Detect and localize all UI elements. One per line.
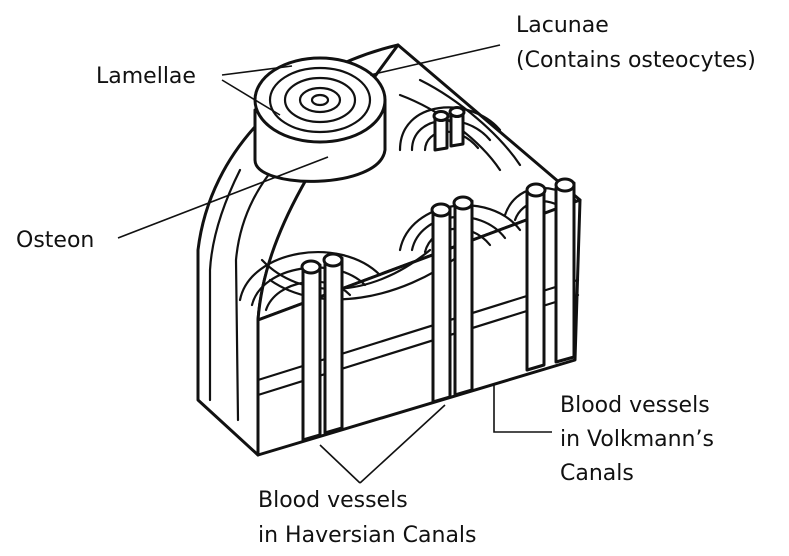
label-osteon: Osteon [16,228,94,253]
leader-lamellae-1 [221,65,293,76]
volkmann-vessels-right [525,177,576,372]
leader-haversian-1 [319,444,361,484]
leader-lamellae-2 [221,79,281,116]
label-volkmann-3: Canals [560,461,634,486]
label-lamellae: Lamellae [96,64,196,89]
label-lacunae-note: (Contains osteocytes) [516,48,756,73]
haversian-vessels-left [300,252,344,442]
leader-lacunae [369,44,501,76]
label-haversian-2: in Haversian Canals [258,523,477,548]
osteon-cylinder [253,56,387,183]
leader-osteon [117,156,329,239]
ring-set-front-mid [398,204,522,254]
leader-volkmann [493,385,552,433]
label-volkmann-2: in Volkmann’s [560,427,714,452]
leader-haversian-2 [359,404,446,484]
label-haversian-1: Blood vessels [258,488,408,513]
haversian-vessels-mid [430,195,474,404]
leader-lines [117,44,552,484]
label-lacunae: Lacunae [516,13,609,38]
wall-band-1 [208,168,242,402]
label-volkmann-1: Blood vessels [560,393,710,418]
osteon-top [253,56,387,144]
haversian-vessels-top [432,106,466,152]
